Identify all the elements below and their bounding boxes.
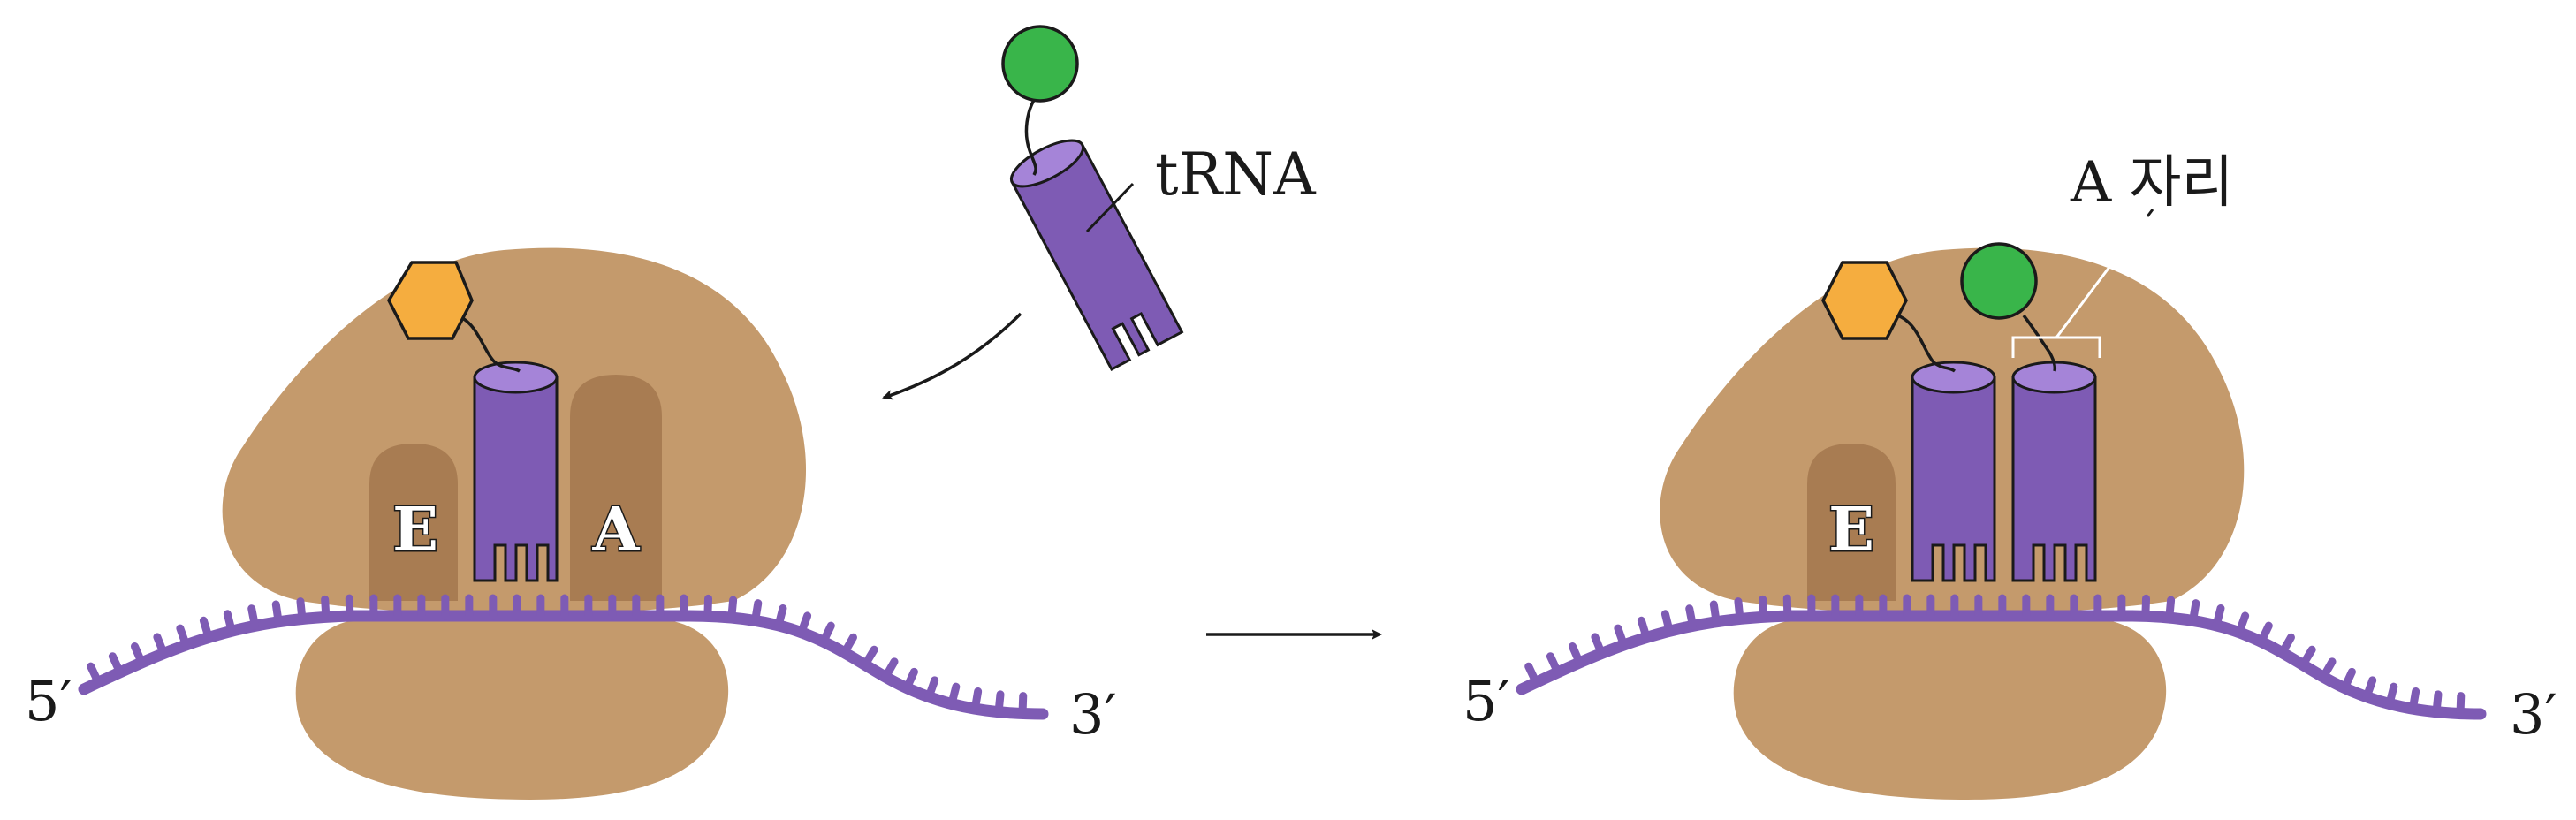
left-panel: E A 5′ 3′ [25, 247, 1117, 800]
peptide-linker-left [450, 312, 521, 373]
mrna-tick [2212, 604, 2225, 630]
amino-acid-circle-incoming [1001, 25, 1079, 102]
mrna-tick [2408, 687, 2420, 713]
mrna-tick [247, 604, 260, 630]
mrna-tick [199, 616, 213, 642]
mrna-tick [176, 624, 191, 649]
mrna-tick [797, 611, 812, 637]
mrna-tick [947, 682, 961, 709]
trna-a-site-right [2011, 361, 2097, 582]
peptide-linker-right [1890, 312, 1957, 373]
mrna-tick [1614, 624, 1629, 649]
mrna-tick [774, 604, 787, 630]
mrna-tick [2189, 599, 2200, 625]
mrna-tick [130, 642, 146, 667]
amino-acid-linker-right [2022, 314, 2057, 372]
five-prime-label-right: 5′ [1463, 669, 1510, 733]
mrna-right [1516, 594, 2487, 720]
mrna-tick [2141, 594, 2151, 620]
mrna-tick [1709, 600, 1721, 626]
mrna-tick [2235, 611, 2250, 637]
e-site-left [369, 444, 458, 601]
mrna-tick [108, 652, 125, 677]
mrna-tick [861, 645, 878, 669]
mrna-tick [2257, 621, 2273, 646]
mrna-tick [296, 597, 307, 623]
small-subunit-right [1733, 619, 2167, 800]
mrna-tick [1524, 662, 1540, 687]
mrna-tick [1734, 597, 1744, 623]
trna-label: tRNA [1155, 140, 1317, 209]
trna-p-site-right [1911, 361, 1996, 582]
mrna-tick [2385, 682, 2398, 709]
mrna-tick [751, 599, 763, 625]
incoming-trna: tRNA [1001, 25, 1317, 372]
amino-acid-circle-right [1960, 242, 2038, 320]
mrna-tick [1685, 604, 1698, 630]
e-site-right [1807, 444, 1896, 601]
mrna-tick [2165, 596, 2176, 622]
mrna-tick [819, 621, 835, 646]
five-prime-label-left: 5′ [25, 669, 72, 733]
entry-arrow [882, 312, 1022, 400]
mrna-tick [321, 595, 331, 621]
mrna-tick [2432, 690, 2443, 717]
mrna-tick [1782, 594, 1792, 620]
mrna-tick [2299, 645, 2316, 669]
mrna-tick [1546, 652, 1562, 677]
mrna-tick [1018, 692, 1028, 718]
amino-acid-hexagon-right [1821, 261, 1908, 340]
mrna-tick [345, 594, 354, 620]
mrna-tick [2319, 657, 2337, 681]
mrna-tick [1591, 633, 1606, 658]
mrna-tick [223, 610, 236, 635]
mrna-tick [2362, 676, 2377, 702]
mrna-tick [970, 687, 983, 713]
mrna-tick [1568, 642, 1584, 667]
e-site-label-right: E [1828, 495, 1874, 566]
three-prime-label-left: 3′ [1069, 682, 1117, 747]
a-site-label-left: A [592, 495, 641, 566]
a-site-label: A 자리 [2070, 150, 2233, 216]
mrna-tick [840, 633, 857, 657]
mrna-tick [2340, 667, 2356, 693]
mrna-tick [1759, 595, 1768, 621]
a-site-leader-line [2055, 216, 2149, 338]
mrna-tick [153, 633, 168, 658]
mrna-tick [703, 594, 713, 620]
a-site-left [570, 375, 662, 601]
mrna-tick [902, 667, 918, 693]
three-prime-label-right: 3′ [2510, 682, 2557, 747]
mrna-tick [994, 690, 1005, 717]
right-panel: A 자리 E 5′ 3′ [1463, 150, 2557, 800]
mrna-tick [727, 596, 738, 622]
mrna-tick [271, 600, 283, 626]
trna-leader-line [1085, 182, 1135, 233]
amino-acid-hexagon-left [386, 261, 474, 340]
small-subunit-left [295, 619, 729, 800]
trna-p-site-left [473, 361, 559, 582]
mrna-left [78, 594, 1049, 720]
mrna-tick [2456, 692, 2466, 718]
mrna-tick [2278, 633, 2295, 657]
incoming-linker [1024, 96, 1037, 176]
mrna-tick [1637, 616, 1651, 642]
mrna-tick [1660, 610, 1674, 635]
mrna-tick [881, 657, 899, 681]
a-site-leader-line-outer [2146, 209, 2154, 217]
mrna-tick [87, 662, 103, 687]
mrna-tick [924, 676, 939, 702]
e-site-label-left: E [392, 495, 438, 566]
